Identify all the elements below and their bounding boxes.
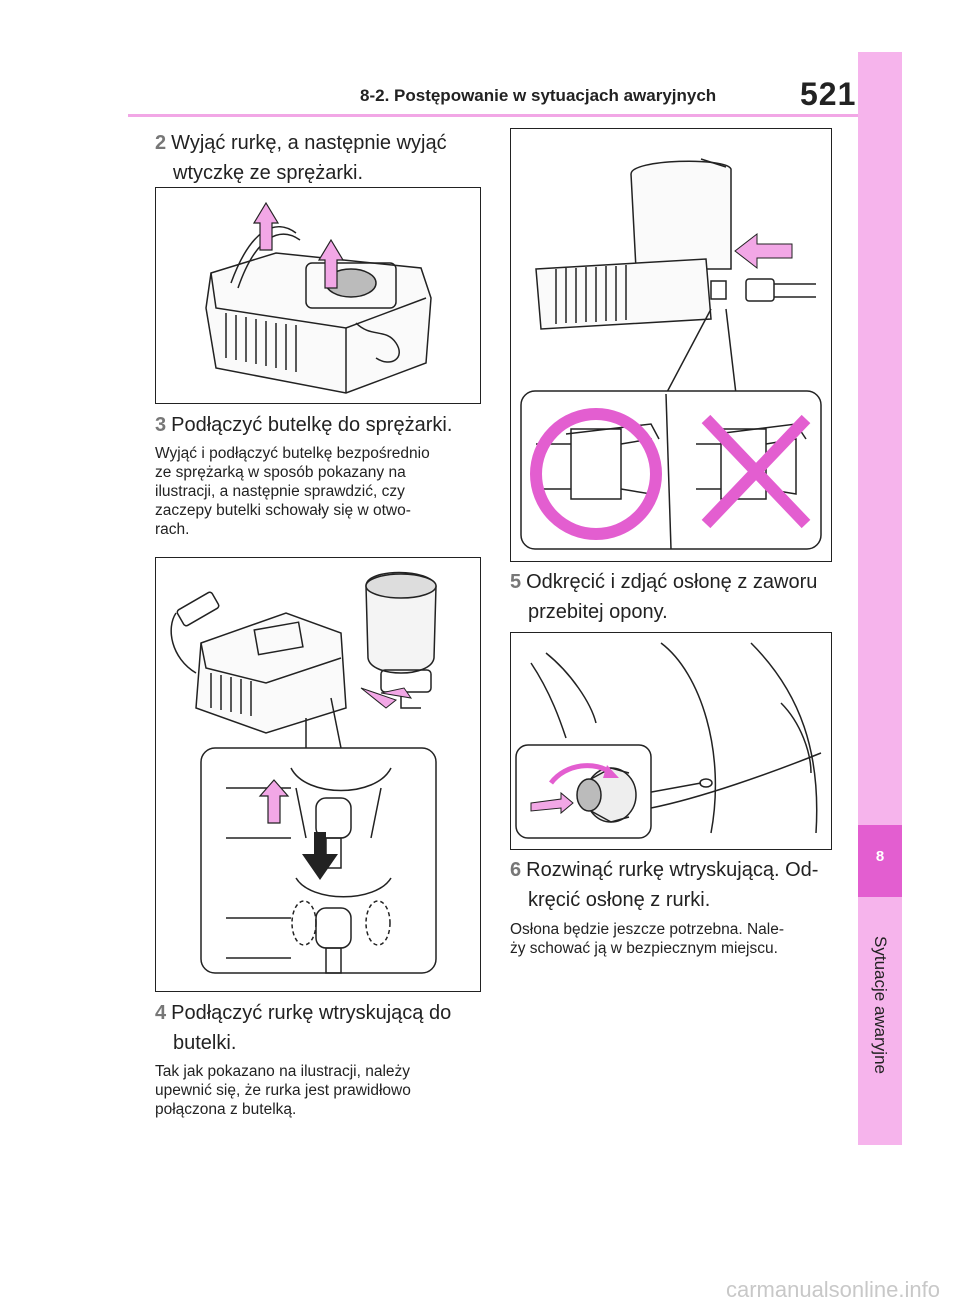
note-line: rach. xyxy=(155,521,190,538)
note-line: Osłona będzie jeszcze potrzebna. Nale- xyxy=(510,921,784,938)
note-line: ilustracji, a następnie sprawdzić, czy xyxy=(155,483,405,500)
watermark: carmanualsonline.info xyxy=(725,1277,940,1302)
figure-valve-cap xyxy=(510,632,832,850)
step-text: wtyczkę ze sprężarki. xyxy=(173,162,364,184)
header-rule xyxy=(128,114,858,117)
step-text: Odkręcić i zdjąć osłonę z zaworu xyxy=(526,571,818,593)
note-line: Wyjąć i podłączyć butelkę bezpośrednio xyxy=(155,445,430,462)
section-header: 8-2. Postępowanie w sytuacjach awaryjnyc… xyxy=(360,86,717,105)
chapter-tab-marker xyxy=(858,825,902,897)
figure-compressor-disconnect xyxy=(155,187,481,404)
step-text: kręcić osłonę z rurki. xyxy=(528,889,711,911)
page-number: 521 xyxy=(800,76,857,112)
step-3-note: Wyjąć i podłączyć butelkę bezpośrednio z… xyxy=(155,444,485,539)
step-4-note: Tak jak pokazano na ilustracji, należy u… xyxy=(155,1062,485,1119)
chapter-title-container: Sytuacje awaryjne xyxy=(858,905,902,1105)
valve-cap-illustration xyxy=(515,642,822,839)
note-line: zaczepy butelki schowały się w otwo- xyxy=(155,502,411,519)
step-number: 4 xyxy=(155,1002,167,1024)
step-6-note: Osłona będzie jeszcze potrzebna. Nale- ż… xyxy=(510,920,835,958)
note-line: ży schować ją w bezpiecznym miejscu. xyxy=(510,940,778,957)
note-line: upewnić się, że rurka jest prawidłowo xyxy=(155,1082,411,1099)
step-number: 6 xyxy=(510,859,522,881)
step-text: butelki. xyxy=(173,1032,237,1054)
step-number: 3 xyxy=(155,414,167,436)
step-text: Podłączyć rurkę wtryskującą do xyxy=(171,1002,452,1024)
step-number: 2 xyxy=(155,132,167,154)
note-line: połączona z butelką. xyxy=(155,1101,297,1118)
figure-bottle-hooks xyxy=(510,128,832,562)
compressor-illustration xyxy=(205,201,432,394)
step-text: Rozwinąć rurkę wtryskującą. Od- xyxy=(526,859,819,881)
chapter-title: Sytuacje awaryjne xyxy=(871,936,890,1074)
step-number: 5 xyxy=(510,571,522,593)
bottle-compressor-illustration xyxy=(170,571,437,974)
note-line: Tak jak pokazano na ilustracji, należy xyxy=(155,1063,411,1080)
note-line: ze sprężarką w sposób pokazany na xyxy=(155,464,406,481)
step-text: przebitej opony. xyxy=(528,601,668,623)
step-text: Podłączyć butelkę do sprężarki. xyxy=(171,414,453,436)
step-text: Wyjąć rurkę, a następnie wyjąć xyxy=(171,132,447,154)
chapter-number: 8 xyxy=(875,848,885,865)
figure-bottle-connect xyxy=(155,557,481,992)
chapter-tab-strip xyxy=(858,52,902,1145)
bottle-hooks-illustration xyxy=(520,158,822,550)
